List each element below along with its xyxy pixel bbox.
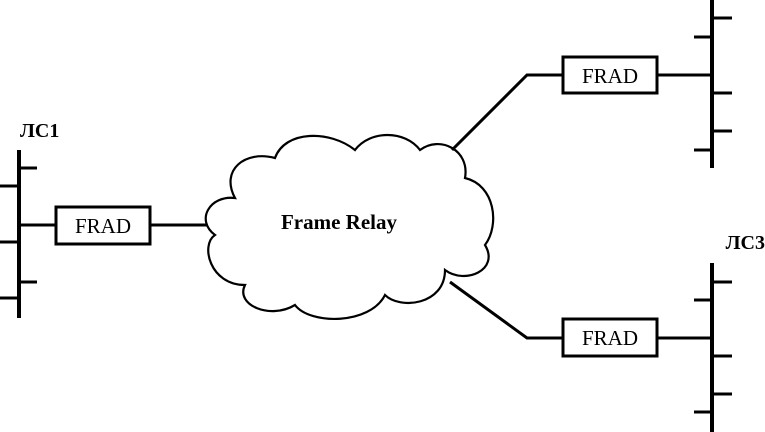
lan1-label: ЛС1 <box>20 120 59 142</box>
frad-bottom-right-box <box>561 317 659 358</box>
frad-left: FRAD <box>54 205 152 246</box>
lan3-label: ЛС3 <box>726 232 765 254</box>
frad-left-box <box>54 205 152 246</box>
cloud-label: Frame Relay <box>281 210 398 234</box>
frad-top-right-box <box>561 55 659 95</box>
frad-left-label: FRAD <box>75 214 131 238</box>
frad-top-right: FRAD <box>561 55 659 95</box>
lan3-segment: ЛС3 <box>694 232 765 432</box>
cloud-shape <box>204 133 495 321</box>
frad-bottom-right: FRAD <box>561 317 659 358</box>
cloud-to-frad-bottom-link <box>449 280 563 340</box>
lan1-segment: ЛС1 <box>0 120 59 318</box>
frad-bottom-right-label: FRAD <box>582 326 638 350</box>
frame-relay-cloud: Frame Relay <box>204 133 495 321</box>
lan2-segment <box>694 0 732 168</box>
cloud-to-frad-top-link <box>450 73 563 152</box>
frad-top-right-label: FRAD <box>582 64 638 88</box>
